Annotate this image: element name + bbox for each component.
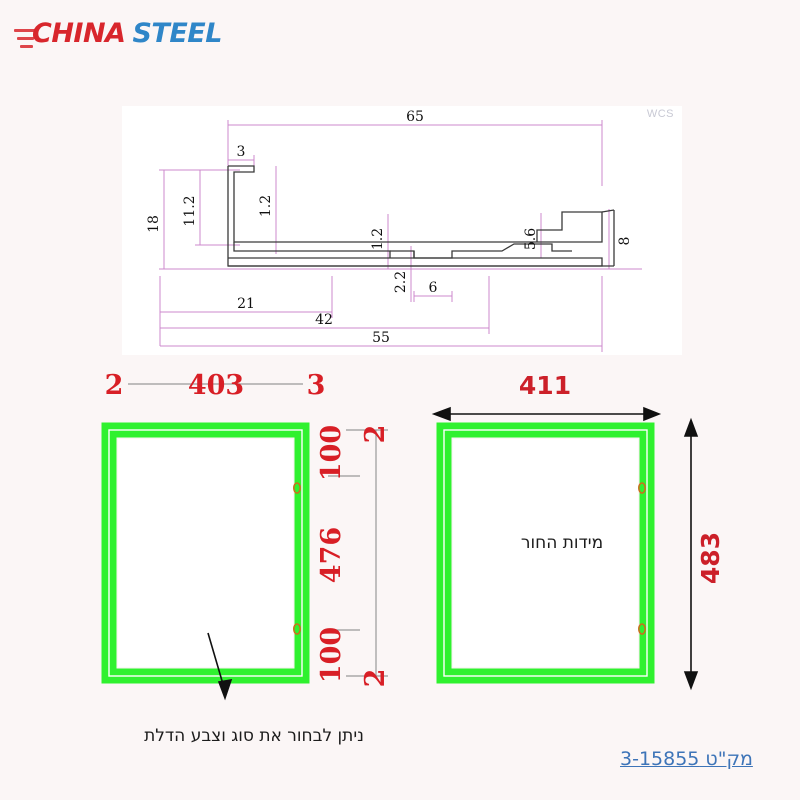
door-panel-interior bbox=[453, 439, 638, 667]
logo-streak-icon bbox=[17, 37, 34, 40]
hinge-icon bbox=[293, 482, 302, 494]
dim-right-3: 3 bbox=[307, 370, 326, 401]
dim-483: 483 bbox=[696, 532, 725, 584]
dim-42: 42 bbox=[315, 312, 333, 328]
dim-8: 8 bbox=[617, 237, 633, 246]
catalog-number-link[interactable]: מק"ט 3-15855 bbox=[620, 748, 753, 770]
dim-476: 476 bbox=[316, 527, 347, 583]
logo-streak-icon bbox=[14, 29, 36, 32]
logo-streak-icon bbox=[20, 45, 33, 48]
dim-5-6: 5.6 bbox=[523, 228, 539, 250]
dim-left-2: 2 bbox=[105, 370, 124, 401]
dim-18: 18 bbox=[146, 215, 162, 233]
logo-word-steel: STEEL bbox=[132, 18, 222, 49]
profile-section-drawing: WCS bbox=[122, 106, 682, 355]
door-right-elevation: 411 483 bbox=[431, 371, 725, 691]
door-left-elevation: 2 403 3 100 476 100 2 2 bbox=[101, 370, 391, 701]
hinge-icon bbox=[293, 623, 302, 635]
arrowhead-up-icon bbox=[683, 417, 699, 437]
dim-100-bottom: 100 bbox=[316, 627, 347, 683]
hole-dimensions-label: מידות החור bbox=[520, 533, 604, 553]
wcs-label: WCS bbox=[646, 108, 674, 120]
dim-403: 403 bbox=[188, 370, 244, 401]
leader-arrowhead-icon bbox=[217, 678, 233, 701]
dim-11-2: 11.2 bbox=[182, 195, 198, 226]
dim-100-top: 100 bbox=[316, 425, 347, 481]
profile-svg: 65 3 18 11.2 1.2 1.2 2.2 6 5.6 8 21 42 5… bbox=[146, 109, 642, 352]
door-choice-caption: ניתן לבחור את סוג וצבע הדלת bbox=[144, 726, 364, 746]
door-panel-interior bbox=[118, 439, 293, 667]
arrowhead-left-icon bbox=[431, 406, 451, 422]
dim-21: 21 bbox=[237, 296, 255, 312]
logo-word-china: CHINA bbox=[32, 18, 126, 49]
arrowhead-right-icon bbox=[643, 406, 662, 422]
dim-65: 65 bbox=[406, 109, 424, 125]
dim-edge-2-top: 2 bbox=[360, 425, 391, 444]
door-frame-inner-line bbox=[443, 429, 648, 677]
door-frame-inner-line bbox=[108, 429, 303, 677]
dim-edge-2-bottom: 2 bbox=[360, 669, 391, 688]
dim-2-2: 2.2 bbox=[393, 271, 409, 293]
arrowhead-down-icon bbox=[683, 671, 699, 691]
dim-55: 55 bbox=[372, 330, 390, 346]
dim-1-2-lower: 1.2 bbox=[370, 228, 386, 250]
dim-3: 3 bbox=[237, 144, 246, 160]
dim-411: 411 bbox=[519, 371, 571, 400]
dim-1-2-upper: 1.2 bbox=[258, 195, 274, 217]
dim-6: 6 bbox=[429, 280, 438, 296]
hinge-icon bbox=[638, 482, 647, 494]
hinge-icon bbox=[638, 623, 647, 635]
